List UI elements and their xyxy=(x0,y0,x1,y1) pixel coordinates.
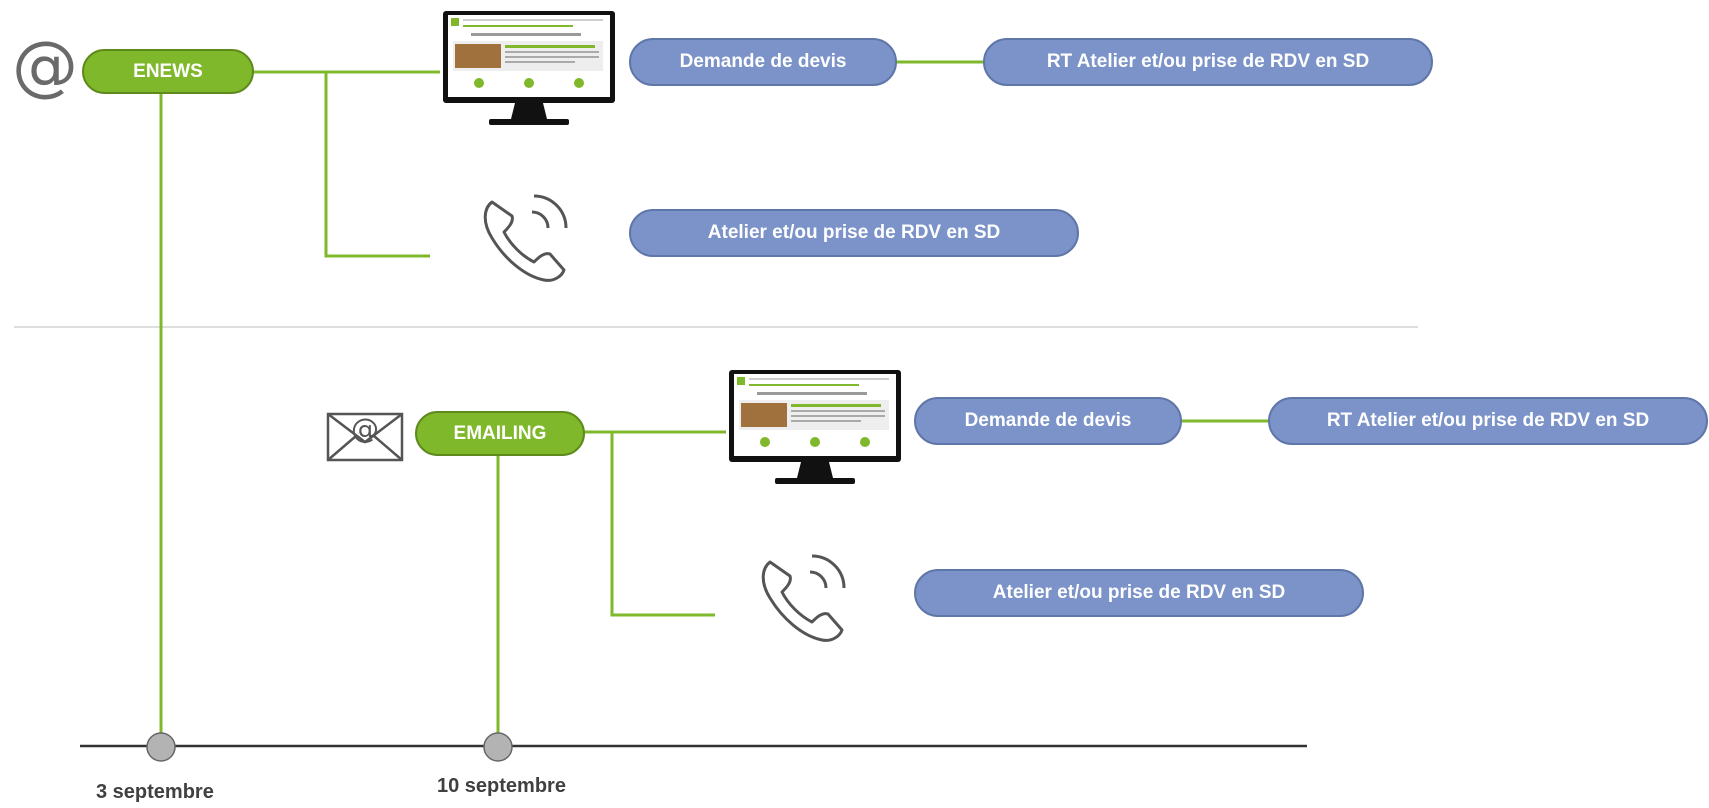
timeline-marker-1 xyxy=(146,732,176,762)
enews-web-outcome: Demande de devis xyxy=(629,38,897,86)
emailing-web-followup: RT Atelier et/ou prise de RDV en SD xyxy=(1268,397,1708,445)
enews-label: ENEWS xyxy=(133,60,203,82)
emailing-phone-outcome-label: Atelier et/ou prise de RDV en SD xyxy=(992,582,1286,603)
svg-text:@: @ xyxy=(12,30,78,102)
enews-web-followup: RT Atelier et/ou prise de RDV en SD xyxy=(983,38,1433,86)
emailing-web-outcome-label: Demande de devis xyxy=(964,410,1132,431)
enews-web-followup-label: RT Atelier et/ou prise de RDV en SD xyxy=(1046,51,1370,72)
envelope-at-icon: @ xyxy=(326,410,404,462)
emailing-web-followup-label: RT Atelier et/ou prise de RDV en SD xyxy=(1326,410,1650,431)
timeline-date-2: 10 septembre xyxy=(437,775,566,797)
at-sign-icon: @ xyxy=(12,27,78,104)
emailing-button[interactable]: EMAILING xyxy=(415,411,585,456)
phone-icon xyxy=(756,548,856,644)
timeline-marker-2 xyxy=(483,732,513,762)
emailing-connectors xyxy=(496,419,1270,733)
enews-phone-outcome-label: Atelier et/ou prise de RDV en SD xyxy=(707,222,1001,243)
emailing-phone-outcome: Atelier et/ou prise de RDV en SD xyxy=(914,569,1364,617)
enews-button[interactable]: ENEWS xyxy=(82,49,254,94)
monitor-website-icon xyxy=(441,9,617,127)
enews-web-outcome-label: Demande de devis xyxy=(679,51,847,72)
monitor-website-icon xyxy=(726,368,904,486)
svg-text:@: @ xyxy=(351,412,379,445)
phone-icon xyxy=(478,188,578,284)
enews-phone-outcome: Atelier et/ou prise de RDV en SD xyxy=(629,209,1079,257)
emailing-web-outcome: Demande de devis xyxy=(914,397,1182,445)
enews-connectors xyxy=(159,60,985,733)
emailing-label: EMAILING xyxy=(453,422,547,444)
timeline-date-1: 3 septembre xyxy=(96,781,214,803)
